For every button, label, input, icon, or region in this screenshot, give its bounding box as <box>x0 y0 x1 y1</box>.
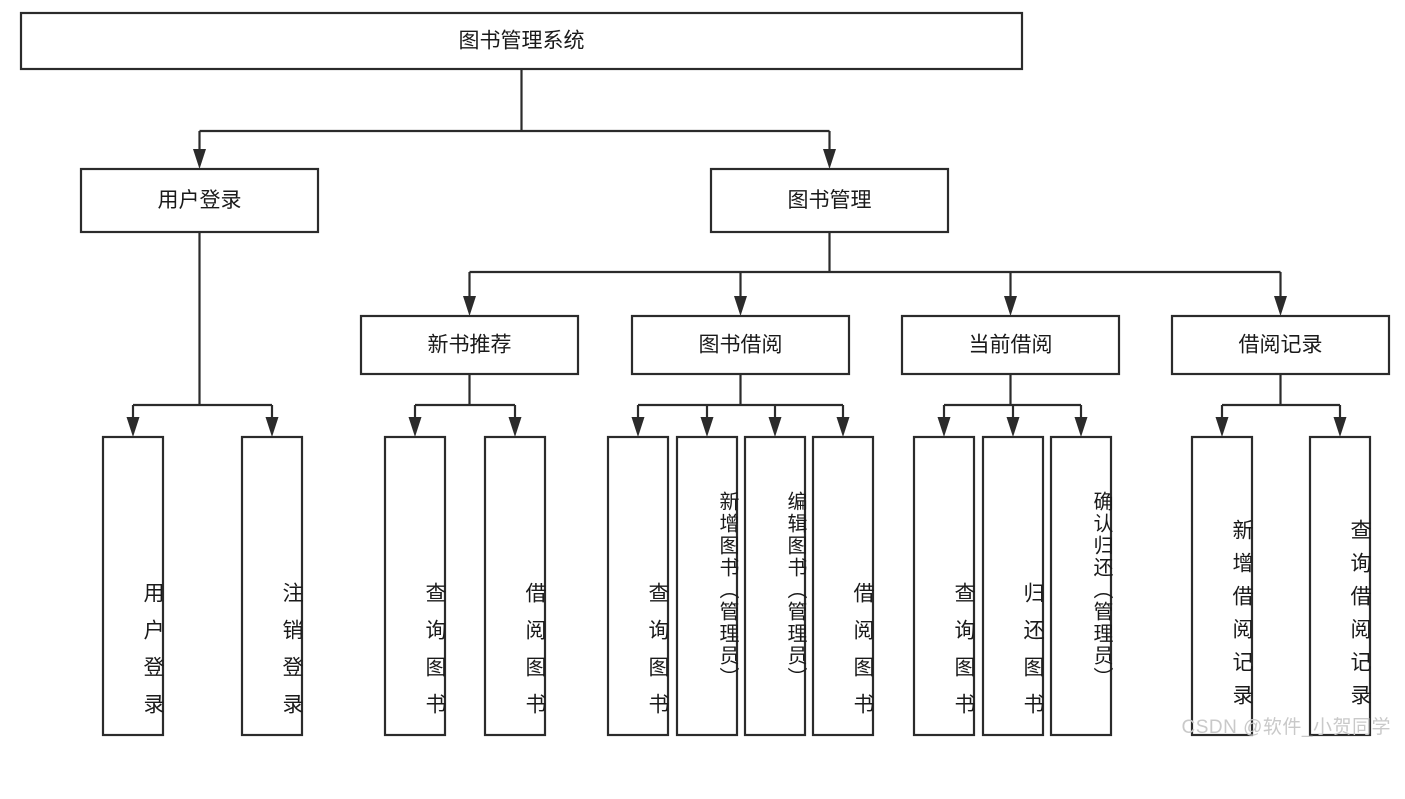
node-current-borrow[interactable] <box>900 314 1121 376</box>
node-leaf-query-book-rec[interactable] <box>383 435 447 737</box>
node-box-new-book-recommend[interactable] <box>359 314 580 376</box>
node-book-borrow[interactable] <box>630 314 851 376</box>
arrow-head-current-borrow <box>1004 296 1017 316</box>
node-label-book-borrow: 图书借阅 <box>699 334 783 357</box>
node-leaf-borrow-book[interactable] <box>811 435 875 737</box>
node-leaf-query-book-borrow[interactable] <box>606 435 670 737</box>
node-new-book-recommend[interactable] <box>359 314 580 376</box>
arrow-head-leaf-borrow-book-rec <box>508 417 522 437</box>
arrow-head-leaf-confirm-return <box>1074 417 1088 437</box>
arrow-head-leaf-query-book-rec <box>408 417 422 437</box>
arrow-head-leaf-return-book <box>1006 417 1020 437</box>
node-label-current-borrow: 当前借阅 <box>969 334 1053 357</box>
node-leaf-edit-book[interactable] <box>743 435 807 737</box>
node-leaf-logout[interactable] <box>240 435 304 737</box>
node-root[interactable] <box>19 11 1024 71</box>
node-label-root: 图书管理系统 <box>459 30 585 53</box>
node-borrow-record[interactable] <box>1170 314 1391 376</box>
node-leaf-borrow-book-rec[interactable] <box>483 435 547 737</box>
node-box-leaf-query-record[interactable] <box>1308 435 1372 737</box>
arrow-head-leaf-query-book-borrow <box>631 417 645 437</box>
node-leaf-query-record[interactable] <box>1308 435 1372 737</box>
node-label-borrow-record: 借阅记录 <box>1239 334 1323 357</box>
node-box-user-login[interactable] <box>79 167 320 234</box>
node-box-leaf-query-book-current[interactable] <box>912 435 976 737</box>
node-book-management[interactable] <box>709 167 950 234</box>
node-box-leaf-add-record[interactable] <box>1190 435 1254 737</box>
node-box-book-borrow[interactable] <box>630 314 851 376</box>
connector-layer <box>126 69 1347 437</box>
arrow-head-new-book-recommend <box>463 296 476 316</box>
node-box-leaf-return-book[interactable] <box>981 435 1045 737</box>
flowchart-canvas: 图书管理系统用户登录图书管理新书推荐图书借阅当前借阅借阅记录 用户登录注销登录查… <box>19 11 1391 738</box>
arrow-head-leaf-edit-book <box>768 417 782 437</box>
node-box-leaf-query-book-borrow[interactable] <box>606 435 670 737</box>
arrow-head-leaf-query-record <box>1333 417 1347 437</box>
node-label-book-management: 图书管理 <box>788 189 872 212</box>
node-leaf-confirm-return[interactable] <box>1049 435 1113 737</box>
node-leaf-user-login[interactable] <box>101 435 165 737</box>
arrow-head-leaf-user-login <box>126 417 140 437</box>
csdn-watermark: CSDN @软件_小贺同学 <box>1181 717 1391 738</box>
arrow-head-book-borrow <box>734 296 747 316</box>
node-box-leaf-borrow-book[interactable] <box>811 435 875 737</box>
node-box-current-borrow[interactable] <box>900 314 1121 376</box>
node-user-login[interactable] <box>79 167 320 234</box>
node-leaf-add-book[interactable] <box>675 435 739 737</box>
node-label-new-book-recommend: 新书推荐 <box>428 334 512 357</box>
node-box-leaf-edit-book[interactable] <box>743 435 807 737</box>
arrow-head-leaf-borrow-book <box>836 417 850 437</box>
arrow-head-leaf-add-book <box>700 417 714 437</box>
node-box-leaf-logout[interactable] <box>240 435 304 737</box>
node-leaf-add-record[interactable] <box>1190 435 1254 737</box>
node-box-book-management[interactable] <box>709 167 950 234</box>
arrow-head-leaf-query-book-current <box>937 417 951 437</box>
node-box-leaf-borrow-book-rec[interactable] <box>483 435 547 737</box>
arrow-head-leaf-add-record <box>1215 417 1229 437</box>
node-box-root[interactable] <box>19 11 1024 71</box>
arrow-head-leaf-logout <box>265 417 279 437</box>
node-leaf-query-book-current[interactable] <box>912 435 976 737</box>
node-box-leaf-query-book-rec[interactable] <box>383 435 447 737</box>
arrow-head-user-login <box>193 149 206 169</box>
node-leaf-return-book[interactable] <box>981 435 1045 737</box>
node-box-leaf-confirm-return[interactable] <box>1049 435 1113 737</box>
arrow-head-book-management <box>823 149 836 169</box>
node-box-leaf-add-book[interactable] <box>675 435 739 737</box>
node-box-borrow-record[interactable] <box>1170 314 1391 376</box>
node-box-leaf-user-login[interactable] <box>101 435 165 737</box>
node-label-user-login: 用户登录 <box>158 189 242 212</box>
arrow-head-borrow-record <box>1274 296 1287 316</box>
